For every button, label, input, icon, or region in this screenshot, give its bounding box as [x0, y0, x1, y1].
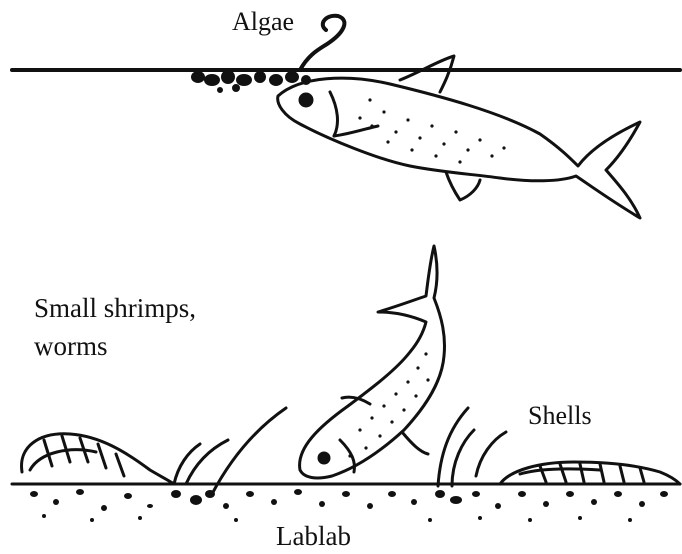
shrimp-icon [22, 434, 228, 484]
shell-icon [500, 462, 680, 484]
seagrass-strands [212, 408, 506, 494]
label-shells: Shells [528, 400, 592, 431]
label-algae: Algae [232, 6, 294, 37]
algae-clump [192, 71, 310, 92]
fish-surface-speckles [358, 98, 505, 163]
label-worms: worms [34, 330, 108, 362]
fish-bottom-icon [300, 246, 445, 478]
fish-surface-icon [278, 56, 640, 218]
label-small-shrimps: Small shrimps, [34, 292, 196, 324]
algae-strand-icon [300, 16, 344, 70]
label-lablab: Lablab [276, 520, 351, 552]
lablab-mat [30, 489, 668, 522]
